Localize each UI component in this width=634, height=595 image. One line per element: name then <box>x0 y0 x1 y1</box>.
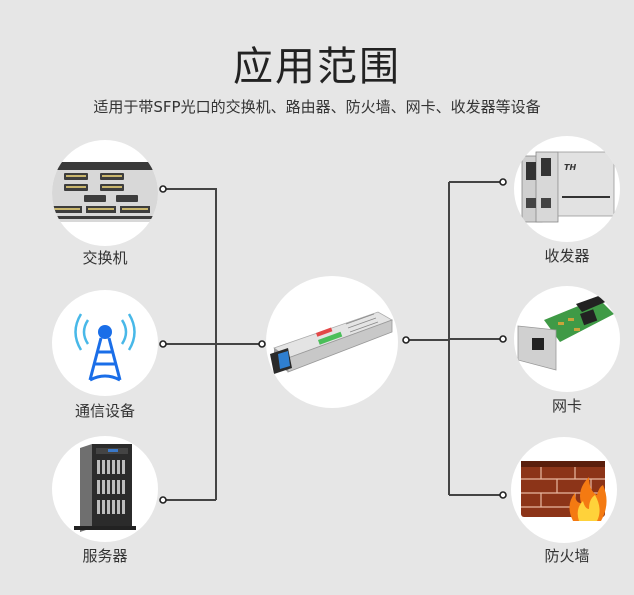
connector-dot <box>159 185 167 193</box>
nic-label: 网卡 <box>551 397 582 415</box>
server-label: 服务器 <box>82 547 128 565</box>
network-card-icon <box>517 294 614 371</box>
firewall-icon <box>521 461 607 521</box>
switch-label: 交换机 <box>82 249 128 267</box>
firewall-node <box>511 437 617 543</box>
nic-node <box>514 286 620 392</box>
signal-tower-icon <box>74 313 136 382</box>
connector-switch <box>163 188 217 500</box>
connector-dot <box>402 336 410 344</box>
svg-text:TH: TH <box>564 163 576 172</box>
switch-node <box>52 140 158 246</box>
page-subtitle: 适用于带SFP光口的交换机、路由器、防火墙、网卡、收发器等设备 <box>93 98 541 116</box>
connector-dot <box>159 340 167 348</box>
telecom-label: 通信设备 <box>74 402 135 420</box>
firewall-label: 防火墙 <box>544 547 590 565</box>
server-node <box>52 436 158 542</box>
network-switch-icon <box>52 162 158 222</box>
page-title: 应用范围 <box>233 44 401 90</box>
connector-dot <box>258 340 266 348</box>
connector-dot <box>499 178 507 186</box>
connector-dot <box>499 335 507 343</box>
sfp-module-icon <box>270 311 393 374</box>
media-converter-icon: TH <box>521 151 615 223</box>
transceiver-label: 收发器 <box>544 247 590 265</box>
transceiver-node: TH <box>514 136 620 242</box>
sfp-node <box>266 276 398 408</box>
tower-server-icon <box>74 444 136 532</box>
telecom-node <box>52 290 158 396</box>
connector-dot <box>499 491 507 499</box>
connector-dot <box>159 496 167 504</box>
